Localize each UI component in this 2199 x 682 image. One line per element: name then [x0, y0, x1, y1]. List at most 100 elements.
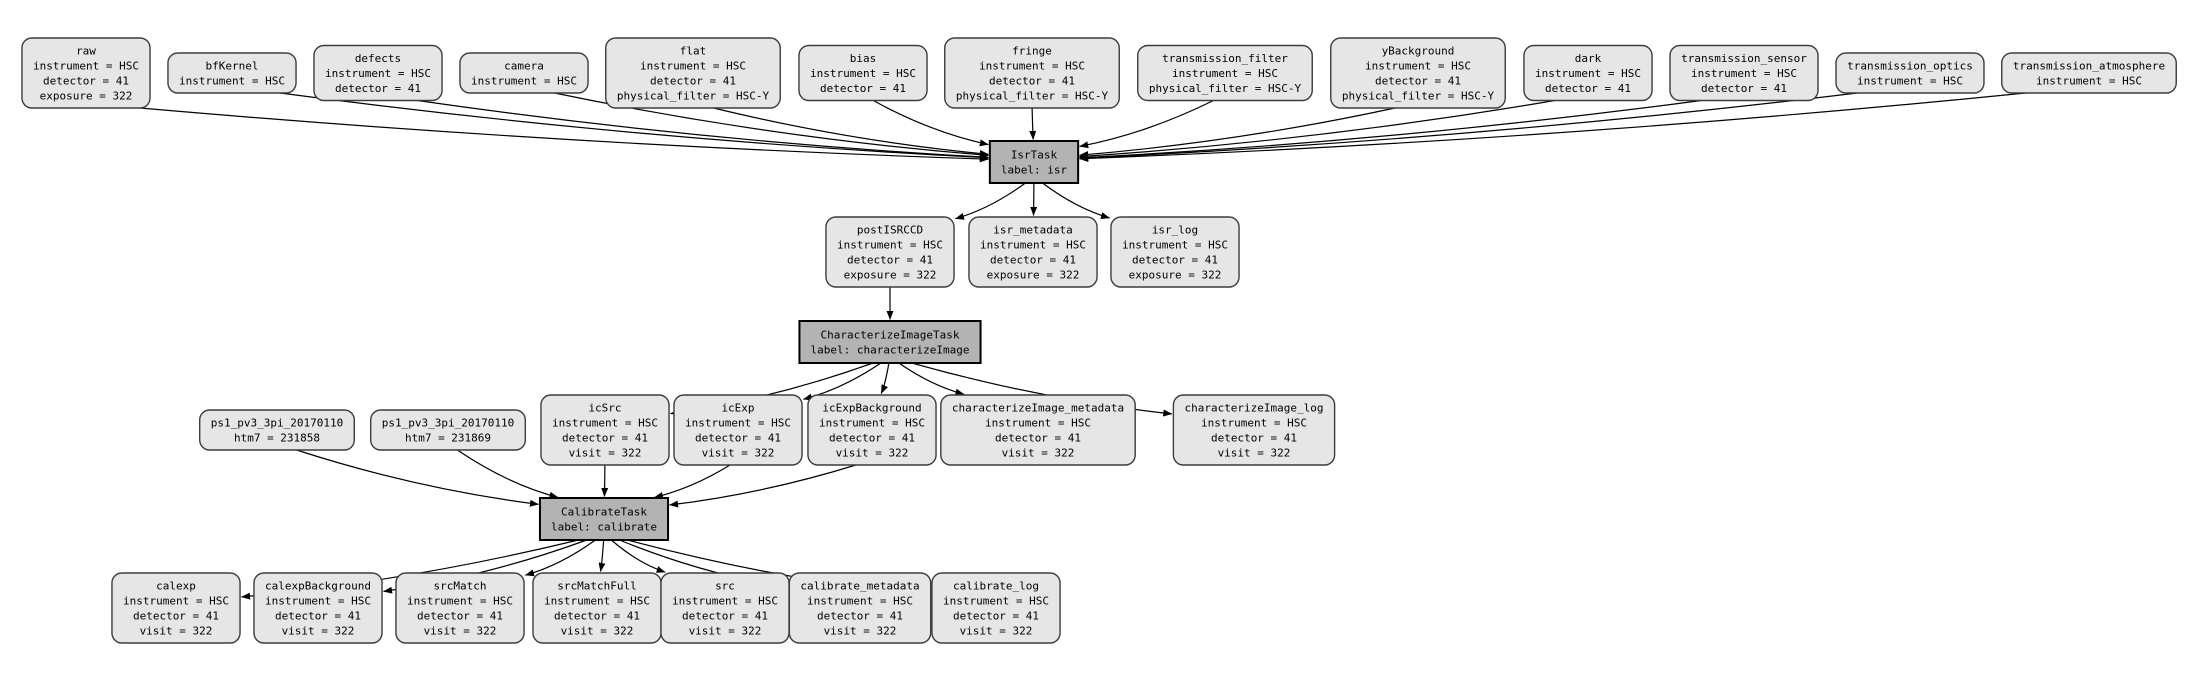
node-attribute: instrument = HSC	[544, 595, 650, 608]
dataset-node-ps1_b: ps1_pv3_3pi_20170110 htm7 = 231869	[370, 409, 527, 451]
node-attribute: detector = 41	[417, 610, 503, 623]
edge-bias-isr	[873, 99, 989, 147]
node-attribute: visit = 322	[1002, 447, 1075, 460]
node-attribute: instrument = HSC	[1535, 67, 1641, 80]
edge-flat-isr	[713, 107, 989, 157]
edge-characterizeImage-icExp	[803, 362, 882, 401]
dataset-node-fringe: fringe instrument = HSC detector = 41 physi…	[944, 37, 1120, 109]
node-title: srcMatch	[434, 580, 487, 593]
edge-characterizeImage-characterizeImage_log	[911, 362, 1173, 417]
node-attribute: detector = 41	[554, 610, 640, 623]
edge-icSrc-calibrate	[601, 464, 609, 497]
node-title: calexp	[156, 580, 196, 593]
node-attribute: detector = 41	[1375, 75, 1461, 88]
node-attribute: instrument = HSC	[1172, 67, 1278, 80]
node-attribute: visit = 322	[282, 625, 355, 638]
dataset-box	[788, 572, 932, 644]
node-title: src	[715, 580, 735, 593]
node-attribute: detector = 41	[995, 432, 1081, 445]
node-title: flat	[680, 45, 707, 58]
node-title: postISRCCD	[857, 224, 923, 237]
dataset-box	[968, 216, 1098, 288]
dataset-box	[21, 37, 151, 109]
node-title: icExpBackground	[822, 402, 921, 415]
node-attribute: detector = 41	[953, 610, 1039, 623]
node-attribute: label: characterizeImage	[811, 344, 970, 357]
node-attribute: label: isr	[1001, 164, 1068, 177]
node-attribute: detector = 41	[990, 254, 1076, 267]
dataset-box	[940, 394, 1136, 466]
dataset-box	[540, 394, 670, 466]
node-title: ps1_pv3_3pi_20170110	[382, 417, 514, 430]
edge-isr-isr_log	[1042, 182, 1110, 219]
node-title: characterizeImage_log	[1184, 402, 1323, 415]
node-attribute: detector = 41	[989, 75, 1075, 88]
edge-dark-isr	[1079, 99, 1555, 160]
node-title: isr_log	[1152, 224, 1198, 237]
node-attribute: instrument = HSC	[979, 60, 1085, 73]
dataset-box	[931, 572, 1061, 644]
node-title: defects	[355, 52, 401, 65]
node-attribute: visit = 322	[561, 625, 634, 638]
node-attribute: instrument = HSC	[807, 595, 913, 608]
dataset-box	[807, 394, 937, 466]
edge-isr-postISRCCD	[955, 182, 1026, 220]
node-title: fringe	[1012, 45, 1052, 58]
dataset-box	[1110, 216, 1240, 288]
node-attribute: detector = 41	[829, 432, 915, 445]
node-attribute: visit = 322	[824, 625, 897, 638]
task-box	[538, 497, 670, 541]
node-attribute: visit = 322	[569, 447, 642, 460]
node-attribute: physical_filter = HSC-Y	[956, 90, 1109, 103]
node-attribute: physical_filter = HSC-Y	[1342, 90, 1495, 103]
node-attribute: detector = 41	[275, 610, 361, 623]
node-title: calibrate_log	[953, 580, 1039, 593]
dataset-box	[1523, 44, 1653, 102]
node-attribute: instrument = HSC	[2036, 75, 2142, 88]
edge-defects-isr	[417, 99, 989, 161]
node-title: camera	[504, 60, 544, 73]
node-attribute: instrument = HSC	[179, 75, 285, 88]
edges	[139, 92, 2026, 600]
node-attribute: instrument = HSC	[407, 595, 513, 608]
edge-transmission_filter-isr	[1079, 99, 1214, 149]
node-attribute: detector = 41	[1545, 82, 1631, 95]
node-attribute: htm7 = 231858	[234, 432, 320, 445]
node-title: isr_metadata	[993, 224, 1072, 237]
task-box	[988, 140, 1080, 184]
edge-transmission_atmosphere-isr	[1079, 92, 2026, 162]
node-attribute: visit = 322	[1218, 447, 1291, 460]
node-attribute: instrument = HSC	[685, 417, 791, 430]
node-attribute: detector = 41	[562, 432, 648, 445]
dataset-box	[825, 216, 955, 288]
node-attribute: instrument = HSC	[819, 417, 925, 430]
node-title: calexpBackground	[265, 580, 371, 593]
node-attribute: instrument = HSC	[123, 595, 229, 608]
node-title: icSrc	[588, 402, 621, 415]
edge-ps1_b-calibrate	[457, 449, 559, 499]
node-attribute: instrument = HSC	[980, 239, 1086, 252]
node-attribute: instrument = HSC	[943, 595, 1049, 608]
dataset-box	[605, 37, 781, 109]
node-attribute: htm7 = 231869	[405, 432, 491, 445]
dataset-box	[167, 52, 297, 94]
edge-raw-isr	[139, 107, 989, 163]
dataset-node-isr_metadata: isr_metadata instrument = HSC detector = 4…	[968, 216, 1098, 288]
